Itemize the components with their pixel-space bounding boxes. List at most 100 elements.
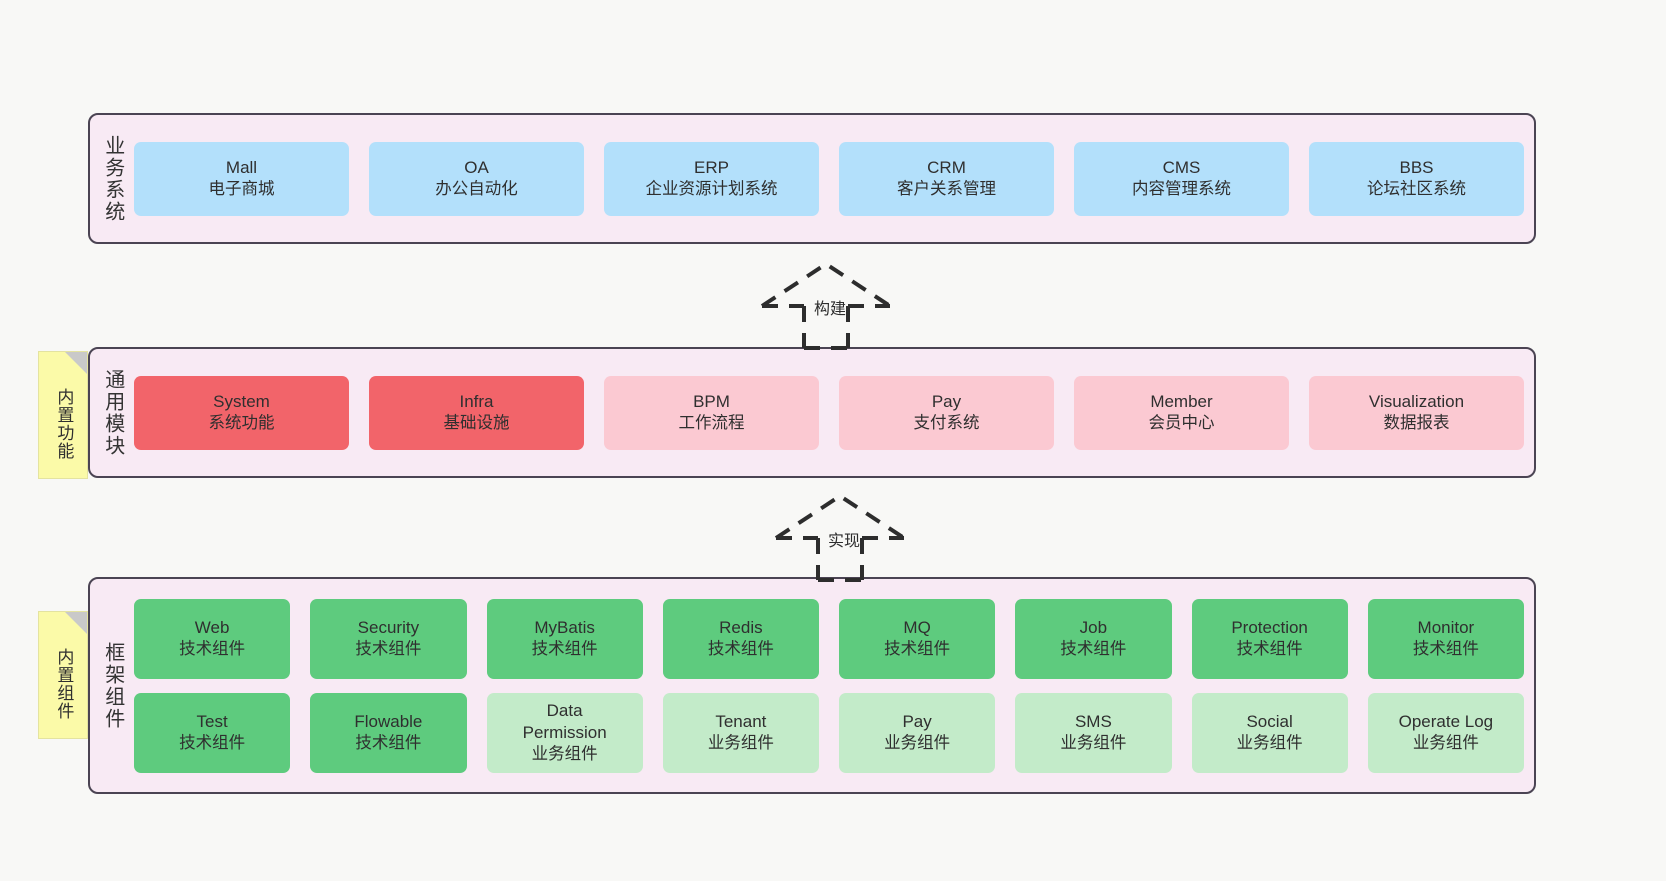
node-row: Web 技术组件 Security 技术组件 MyBatis 技术组件 Redi… — [134, 598, 1524, 679]
layer-framework-component[interactable]: 框架组件 Web 技术组件 Security 技术组件 MyBatis 技术组件… — [88, 577, 1536, 794]
node-cn-label: 技术组件 — [179, 733, 246, 752]
node-en-label: Web — [194, 618, 230, 638]
node-infra[interactable]: Infra 基础设施 — [369, 375, 584, 450]
node-redis[interactable]: Redis 技术组件 — [662, 598, 819, 679]
arrow-implement-glyph — [774, 493, 906, 582]
node-en-label: BBS — [1399, 158, 1434, 178]
node-en-label: Member — [1150, 392, 1213, 412]
node-cn-label: 技术组件 — [1236, 639, 1303, 658]
node-pay-module[interactable]: Pay 支付系统 — [839, 375, 1054, 450]
node-en-label: Pay — [931, 392, 962, 412]
node-en-label: Security — [357, 618, 420, 638]
sticky-note-builtin-component: 内置组件 — [38, 611, 88, 739]
node-data-permission[interactable]: Data Permission 业务组件 — [486, 692, 643, 773]
node-cn-label: 业务组件 — [1412, 733, 1479, 752]
node-crm[interactable]: CRM 客户关系管理 — [839, 141, 1054, 216]
node-mq[interactable]: MQ 技术组件 — [839, 598, 996, 679]
node-cn-label: 业务组件 — [1236, 733, 1303, 752]
node-en-label: Social — [1246, 712, 1293, 732]
node-en-label: ERP — [694, 158, 729, 178]
node-cn-label: 技术组件 — [1060, 639, 1127, 658]
node-en-label: Test — [196, 712, 228, 732]
node-en-label: Flowable — [354, 712, 423, 732]
node-sms[interactable]: SMS 业务组件 — [1015, 692, 1172, 773]
sticky-note-label: 内置组件 — [54, 648, 74, 720]
node-cn-label: 技术组件 — [355, 733, 422, 752]
sticky-fold-icon — [65, 612, 87, 634]
node-mybatis[interactable]: MyBatis 技术组件 — [486, 598, 643, 679]
node-cn-label: 业务组件 — [884, 733, 951, 752]
node-en-label: Redis — [719, 618, 763, 638]
node-en-label: BPM — [693, 392, 730, 412]
layer-title-common: 通用模块 — [101, 368, 124, 457]
node-en-label: Mall — [225, 158, 258, 178]
node-operate-log[interactable]: Operate Log 业务组件 — [1367, 692, 1524, 773]
node-test[interactable]: Test 技术组件 — [134, 692, 291, 773]
node-cn-label: 客户关系管理 — [897, 179, 996, 198]
node-system[interactable]: System 系统功能 — [134, 375, 349, 450]
layer-common-module[interactable]: 通用模块 System 系统功能 Infra 基础设施 BPM 工作流程 Pay… — [88, 347, 1536, 478]
node-visualization[interactable]: Visualization 数据报表 — [1309, 375, 1524, 450]
arrow-implement — [766, 490, 916, 582]
node-en-label: Infra — [459, 392, 494, 412]
node-en-label: Tenant — [715, 712, 767, 732]
node-social[interactable]: Social 业务组件 — [1191, 692, 1348, 773]
node-cn-label: 论坛社区系统 — [1367, 179, 1466, 198]
node-cn-label: 系统功能 — [208, 413, 275, 432]
layer-title-framework: 框架组件 — [101, 641, 124, 730]
node-security[interactable]: Security 技术组件 — [310, 598, 467, 679]
node-cms[interactable]: CMS 内容管理系统 — [1074, 141, 1289, 216]
sticky-note-label: 内置功能 — [54, 388, 74, 460]
node-bbs[interactable]: BBS 论坛社区系统 — [1309, 141, 1524, 216]
node-en-label: Data Permission — [522, 701, 607, 742]
sticky-fold-icon — [65, 352, 87, 374]
node-en-label: Job — [1079, 618, 1108, 638]
node-cn-label: 基础设施 — [443, 413, 510, 432]
node-cn-label: 工作流程 — [678, 413, 745, 432]
layer-title-business: 业务系统 — [101, 134, 124, 223]
node-row: Test 技术组件 Flowable 技术组件 Data Permission … — [134, 692, 1524, 773]
node-en-label: Visualization — [1368, 392, 1465, 412]
layer-body-business: Mall 电子商城 OA 办公自动化 ERP 企业资源计划系统 CRM 客户关系… — [134, 115, 1534, 242]
layer-business-system[interactable]: 业务系统 Mall 电子商城 OA 办公自动化 ERP 企业资源计划系统 CRM… — [88, 113, 1536, 244]
node-cn-label: 数据报表 — [1383, 413, 1450, 432]
node-cn-label: 技术组件 — [531, 639, 598, 658]
node-cn-label: 技术组件 — [707, 639, 774, 658]
node-en-label: OA — [464, 158, 489, 178]
node-erp[interactable]: ERP 企业资源计划系统 — [604, 141, 819, 216]
node-protection[interactable]: Protection 技术组件 — [1191, 598, 1348, 679]
node-en-label: MyBatis — [534, 618, 595, 638]
node-cn-label: 技术组件 — [1412, 639, 1479, 658]
node-en-label: Protection — [1231, 618, 1308, 638]
layer-body-framework: Web 技术组件 Security 技术组件 MyBatis 技术组件 Redi… — [134, 579, 1534, 792]
node-cn-label: 办公自动化 — [435, 179, 518, 198]
node-pay-component[interactable]: Pay 业务组件 — [839, 692, 996, 773]
node-cn-label: 技术组件 — [884, 639, 951, 658]
arrow-build — [752, 258, 902, 350]
node-oa[interactable]: OA 办公自动化 — [369, 141, 584, 216]
node-flowable[interactable]: Flowable 技术组件 — [310, 692, 467, 773]
arrow-implement-label: 实现 — [828, 533, 861, 550]
node-cn-label: 业务组件 — [707, 733, 774, 752]
node-monitor[interactable]: Monitor 技术组件 — [1367, 598, 1524, 679]
node-cn-label: 业务组件 — [1060, 733, 1127, 752]
node-mall[interactable]: Mall 电子商城 — [134, 141, 349, 216]
node-cn-label: 企业资源计划系统 — [645, 179, 778, 198]
node-en-label: Pay — [902, 712, 932, 732]
node-row: System 系统功能 Infra 基础设施 BPM 工作流程 Pay 支付系统… — [134, 375, 1524, 450]
node-en-label: Monitor — [1417, 618, 1475, 638]
node-en-label: MQ — [903, 618, 931, 638]
node-web[interactable]: Web 技术组件 — [134, 598, 291, 679]
node-bpm[interactable]: BPM 工作流程 — [604, 375, 819, 450]
node-cn-label: 技术组件 — [179, 639, 246, 658]
node-en-label: System — [213, 392, 270, 412]
node-en-label: CRM — [927, 158, 966, 178]
sticky-note-builtin-feature: 内置功能 — [38, 351, 88, 479]
node-member[interactable]: Member 会员中心 — [1074, 375, 1289, 450]
node-job[interactable]: Job 技术组件 — [1015, 598, 1172, 679]
node-tenant[interactable]: Tenant 业务组件 — [662, 692, 819, 773]
layer-body-common: System 系统功能 Infra 基础设施 BPM 工作流程 Pay 支付系统… — [134, 349, 1534, 476]
arrow-build-glyph — [760, 261, 892, 350]
node-cn-label: 技术组件 — [355, 639, 422, 658]
